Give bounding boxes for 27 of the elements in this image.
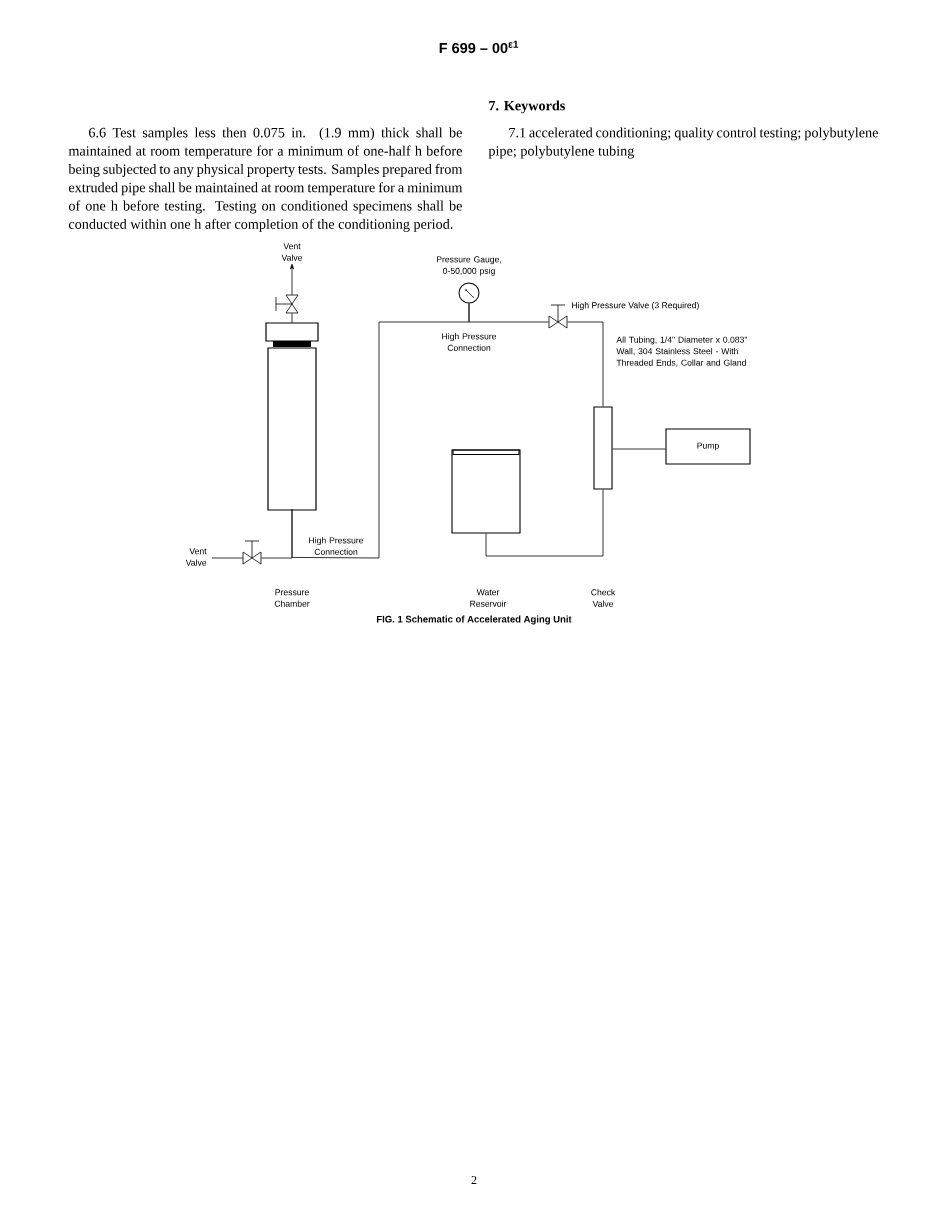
connection-label: High Pressure Connection [442, 333, 497, 351]
part-label: Water Reservoir [470, 589, 507, 607]
check-valve [593, 406, 613, 490]
paragraph: 7.1 accelerated conditioning; quality control testing; polybutylene pipe; polybutylene tubing [488, 127, 878, 159]
pressure-chamber [265, 322, 319, 511]
part-label: Check Valve [591, 589, 616, 607]
valve-symbol [548, 304, 568, 329]
page-number: 2 [471, 1176, 477, 1184]
pipe-line [567, 321, 604, 407]
valve-symbol [242, 540, 262, 565]
paragraph: 6.6 Test samples less then 0.075 in. (1.9 mm) thick shall be maintained at room temperature for a minimum of one-half h before being subjected to any physical property tests. Samples prepared from extruded pipe shall be maintained at room temperature for a minimum of one h before testing. Testing on conditioned specimens shall be conducted within one h after completion of the conditioning period. [68, 127, 463, 232]
arrow [290, 263, 294, 295]
valve-symbol [275, 294, 299, 314]
pipe-line [612, 448, 666, 450]
part-label: Vent Valve [185, 548, 207, 566]
water-reservoir [451, 449, 521, 534]
section-heading: 7. Keywords [489, 100, 565, 114]
pipe-line [468, 303, 549, 323]
tubing-note: All Tubing, 1/4" Diameter x 0.083" Wall, 304 Stainless Steel - With Threaded Ends, Collar and Gland [616, 336, 748, 367]
pipe-line [291, 313, 293, 323]
pipe-line [485, 489, 604, 557]
part-label: Vent Valve [281, 243, 303, 261]
document-number: F 699 – 00$^{ε1}$ [439, 40, 519, 54]
pressure-gauge [458, 282, 480, 304]
pump-box: Pump [665, 428, 751, 465]
connection-label: High Pressure Connection [309, 537, 364, 555]
figure-caption: FIG. 1 Schematic of Accelerated Aging Unit [377, 615, 572, 625]
